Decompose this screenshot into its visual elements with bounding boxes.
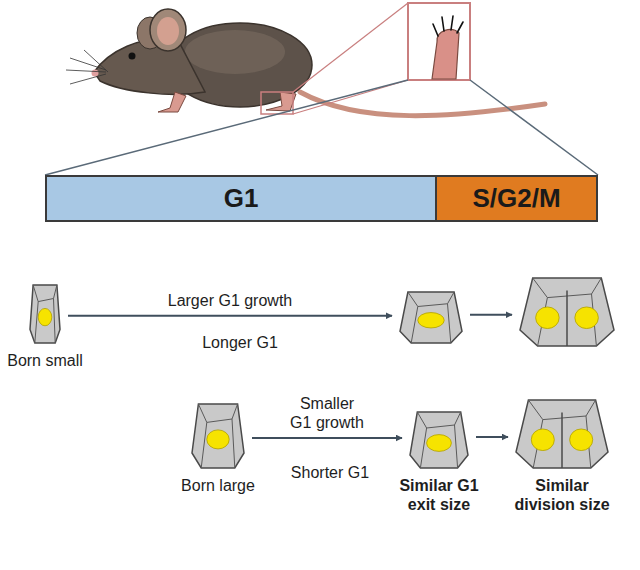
zoom-line: [293, 3, 408, 92]
phase-duration-label: Longer G1: [200, 334, 280, 352]
division-line: [561, 412, 563, 468]
zoom-line: [470, 80, 598, 175]
nucleus: [575, 307, 599, 329]
cell-outline: [514, 398, 610, 470]
cell-outline: [398, 290, 464, 345]
phase-label: S/G2/M: [472, 183, 560, 214]
mouse-ear-inner: [157, 17, 179, 45]
cell-facet: [198, 404, 206, 468]
mouse-nose: [92, 70, 99, 77]
growth-arrow: [476, 436, 508, 438]
cell-shape: Similar division size: [514, 398, 610, 470]
cell-membrane: [520, 278, 614, 346]
cell-facet: [448, 292, 455, 343]
cell-membrane: [192, 404, 244, 468]
mouse-whiskers: [66, 50, 108, 84]
zoom-line: [45, 80, 408, 175]
cell-facet: [418, 304, 448, 307]
arrow-label: Smaller G1 growth: [285, 394, 369, 432]
cell-caption: Similar division size: [507, 476, 617, 514]
cell-caption-box: Similar G1 exit size: [389, 476, 489, 514]
cell-shape: [518, 276, 616, 348]
cell-facet: [38, 299, 53, 302]
mouse-ear: [150, 9, 186, 51]
cell-outline: [408, 410, 470, 470]
mouse-front-foot: [158, 92, 186, 112]
cell-shape: Similar G1 exit size: [408, 410, 470, 470]
paw: [432, 30, 459, 79]
cell-facet: [417, 412, 426, 468]
cell-facet: [455, 412, 461, 468]
cell-facet: [408, 292, 418, 343]
phase-band: S/G2/M: [437, 175, 598, 222]
cell-facet: [54, 285, 57, 343]
cell-facet: [232, 404, 238, 468]
arrow-label: Larger G1 growth: [143, 291, 317, 310]
growth-arrow: [252, 437, 402, 439]
growth-arrow: [470, 314, 512, 316]
nucleus: [418, 313, 444, 328]
phase-duration-label: Shorter G1: [289, 464, 371, 482]
cell-outline: [518, 276, 616, 348]
growth-arrow: [68, 315, 392, 317]
cell-facet: [427, 425, 455, 428]
mouse-eye: [129, 53, 136, 60]
cell-caption: Similar G1 exit size: [389, 476, 489, 514]
paw-claws: [433, 16, 463, 36]
cell-facet: [207, 419, 232, 422]
cell-facet: [33, 285, 38, 343]
cell-caption: Born small: [0, 351, 115, 370]
cell-shape: Born small: [28, 283, 62, 345]
cell-membrane: [400, 292, 462, 343]
cell-caption-box: Born large: [148, 476, 288, 495]
nucleus: [38, 308, 52, 325]
phase-band: G1: [45, 175, 437, 222]
zoom-box-large: [408, 3, 470, 80]
phase-label: G1: [224, 183, 259, 214]
nucleus: [427, 435, 452, 452]
cell-shape: Born large: [190, 402, 246, 470]
nucleus: [570, 429, 593, 451]
cell-caption: Born large: [148, 476, 288, 495]
cell-membrane: [516, 400, 608, 468]
cell-membrane: [410, 412, 468, 468]
cell-outline: [190, 402, 246, 470]
cell-caption-box: Born small: [0, 351, 115, 370]
mouse-tail: [300, 92, 545, 116]
cell-shape: [398, 290, 464, 345]
cell-outline: [28, 283, 62, 345]
mouse-body-shade: [185, 30, 285, 74]
cell-facet: [543, 416, 586, 420]
cell-facet: [547, 294, 591, 298]
nucleus: [536, 307, 560, 329]
mouse-hind-foot: [266, 92, 296, 111]
nucleus: [531, 429, 554, 451]
nucleus: [207, 430, 229, 449]
cell-caption-box: Similar division size: [507, 476, 617, 514]
division-line: [566, 290, 568, 346]
cell-membrane: [30, 285, 60, 343]
